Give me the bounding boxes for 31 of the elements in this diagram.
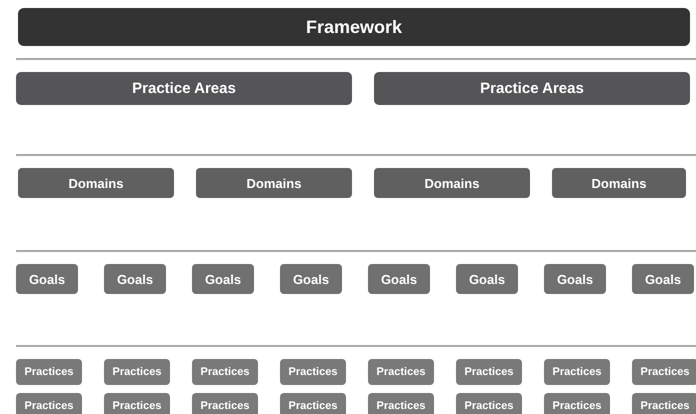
tier-box: Goals (456, 264, 518, 294)
tier-box: Goals (544, 264, 606, 294)
tier-box: Practices (368, 393, 434, 414)
tier-box: Practice Areas (374, 72, 690, 105)
tier-box: Practices (104, 393, 170, 414)
tier-box: Practices (16, 359, 82, 385)
tier-box: Practices (544, 393, 610, 414)
tier-box: Goals (632, 264, 694, 294)
tier-box: Goals (368, 264, 430, 294)
tier-box: Practices (632, 393, 696, 414)
tier-box: Goals (16, 264, 78, 294)
tier-box: Practices (544, 359, 610, 385)
tier-box: Practices (280, 359, 346, 385)
tier-box: Domains (18, 168, 174, 198)
tier-box: Practices (104, 359, 170, 385)
title-bar: Framework (18, 8, 690, 46)
tier-box: Practices (632, 359, 696, 385)
tier-box: Practices (456, 359, 522, 385)
tier-box: Practices (16, 393, 82, 414)
tier-box: Goals (192, 264, 254, 294)
tier-box: Goals (280, 264, 342, 294)
tier-box: Practices (192, 359, 258, 385)
tier-box: Practices (280, 393, 346, 414)
tier-box: Practice Areas (16, 72, 352, 105)
tier-box: Practices (456, 393, 522, 414)
tier-box: Goals (104, 264, 166, 294)
tier-box: Domains (374, 168, 530, 198)
tier-box: Practices (368, 359, 434, 385)
tier-box: Domains (552, 168, 686, 198)
tier-box: Practices (192, 393, 258, 414)
tier-box: Domains (196, 168, 352, 198)
